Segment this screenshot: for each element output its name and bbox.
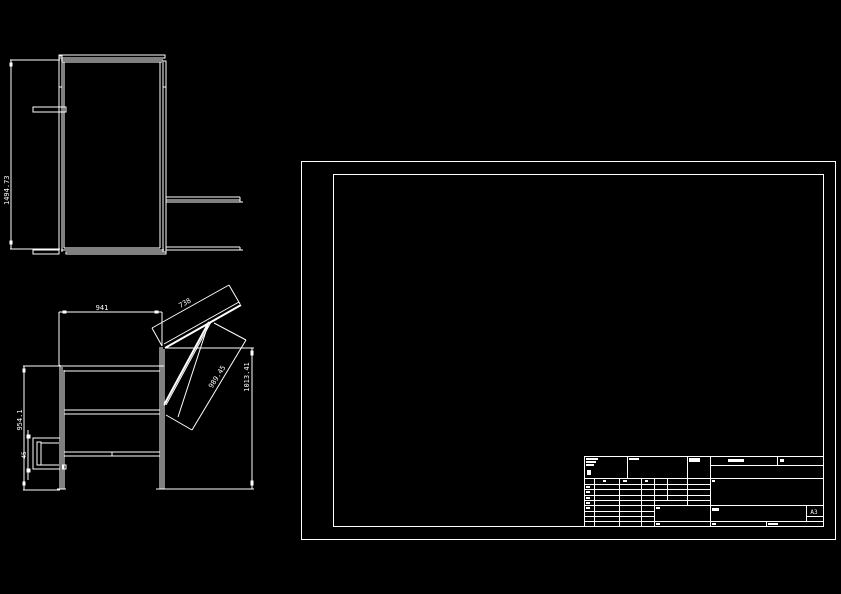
side-view-small-dimension: 45 [21, 451, 28, 459]
drawing-sheet [301, 161, 836, 540]
sheet-outer-border [301, 161, 836, 540]
side-view-left-height-dimension: 954.1 [16, 409, 24, 430]
side-view-right-height-dimension: 1013.41 [243, 362, 251, 392]
title-block-labels [586, 458, 784, 525]
sheet-size-label: A3 [810, 509, 818, 516]
top-view [9, 54, 243, 255]
side-view-width-dimension: 941 [96, 304, 109, 312]
sheet-inner-border [333, 174, 824, 527]
top-view-height-dimension: 1494.73 [3, 175, 11, 205]
side-view [22, 284, 254, 491]
title-block [584, 456, 824, 527]
